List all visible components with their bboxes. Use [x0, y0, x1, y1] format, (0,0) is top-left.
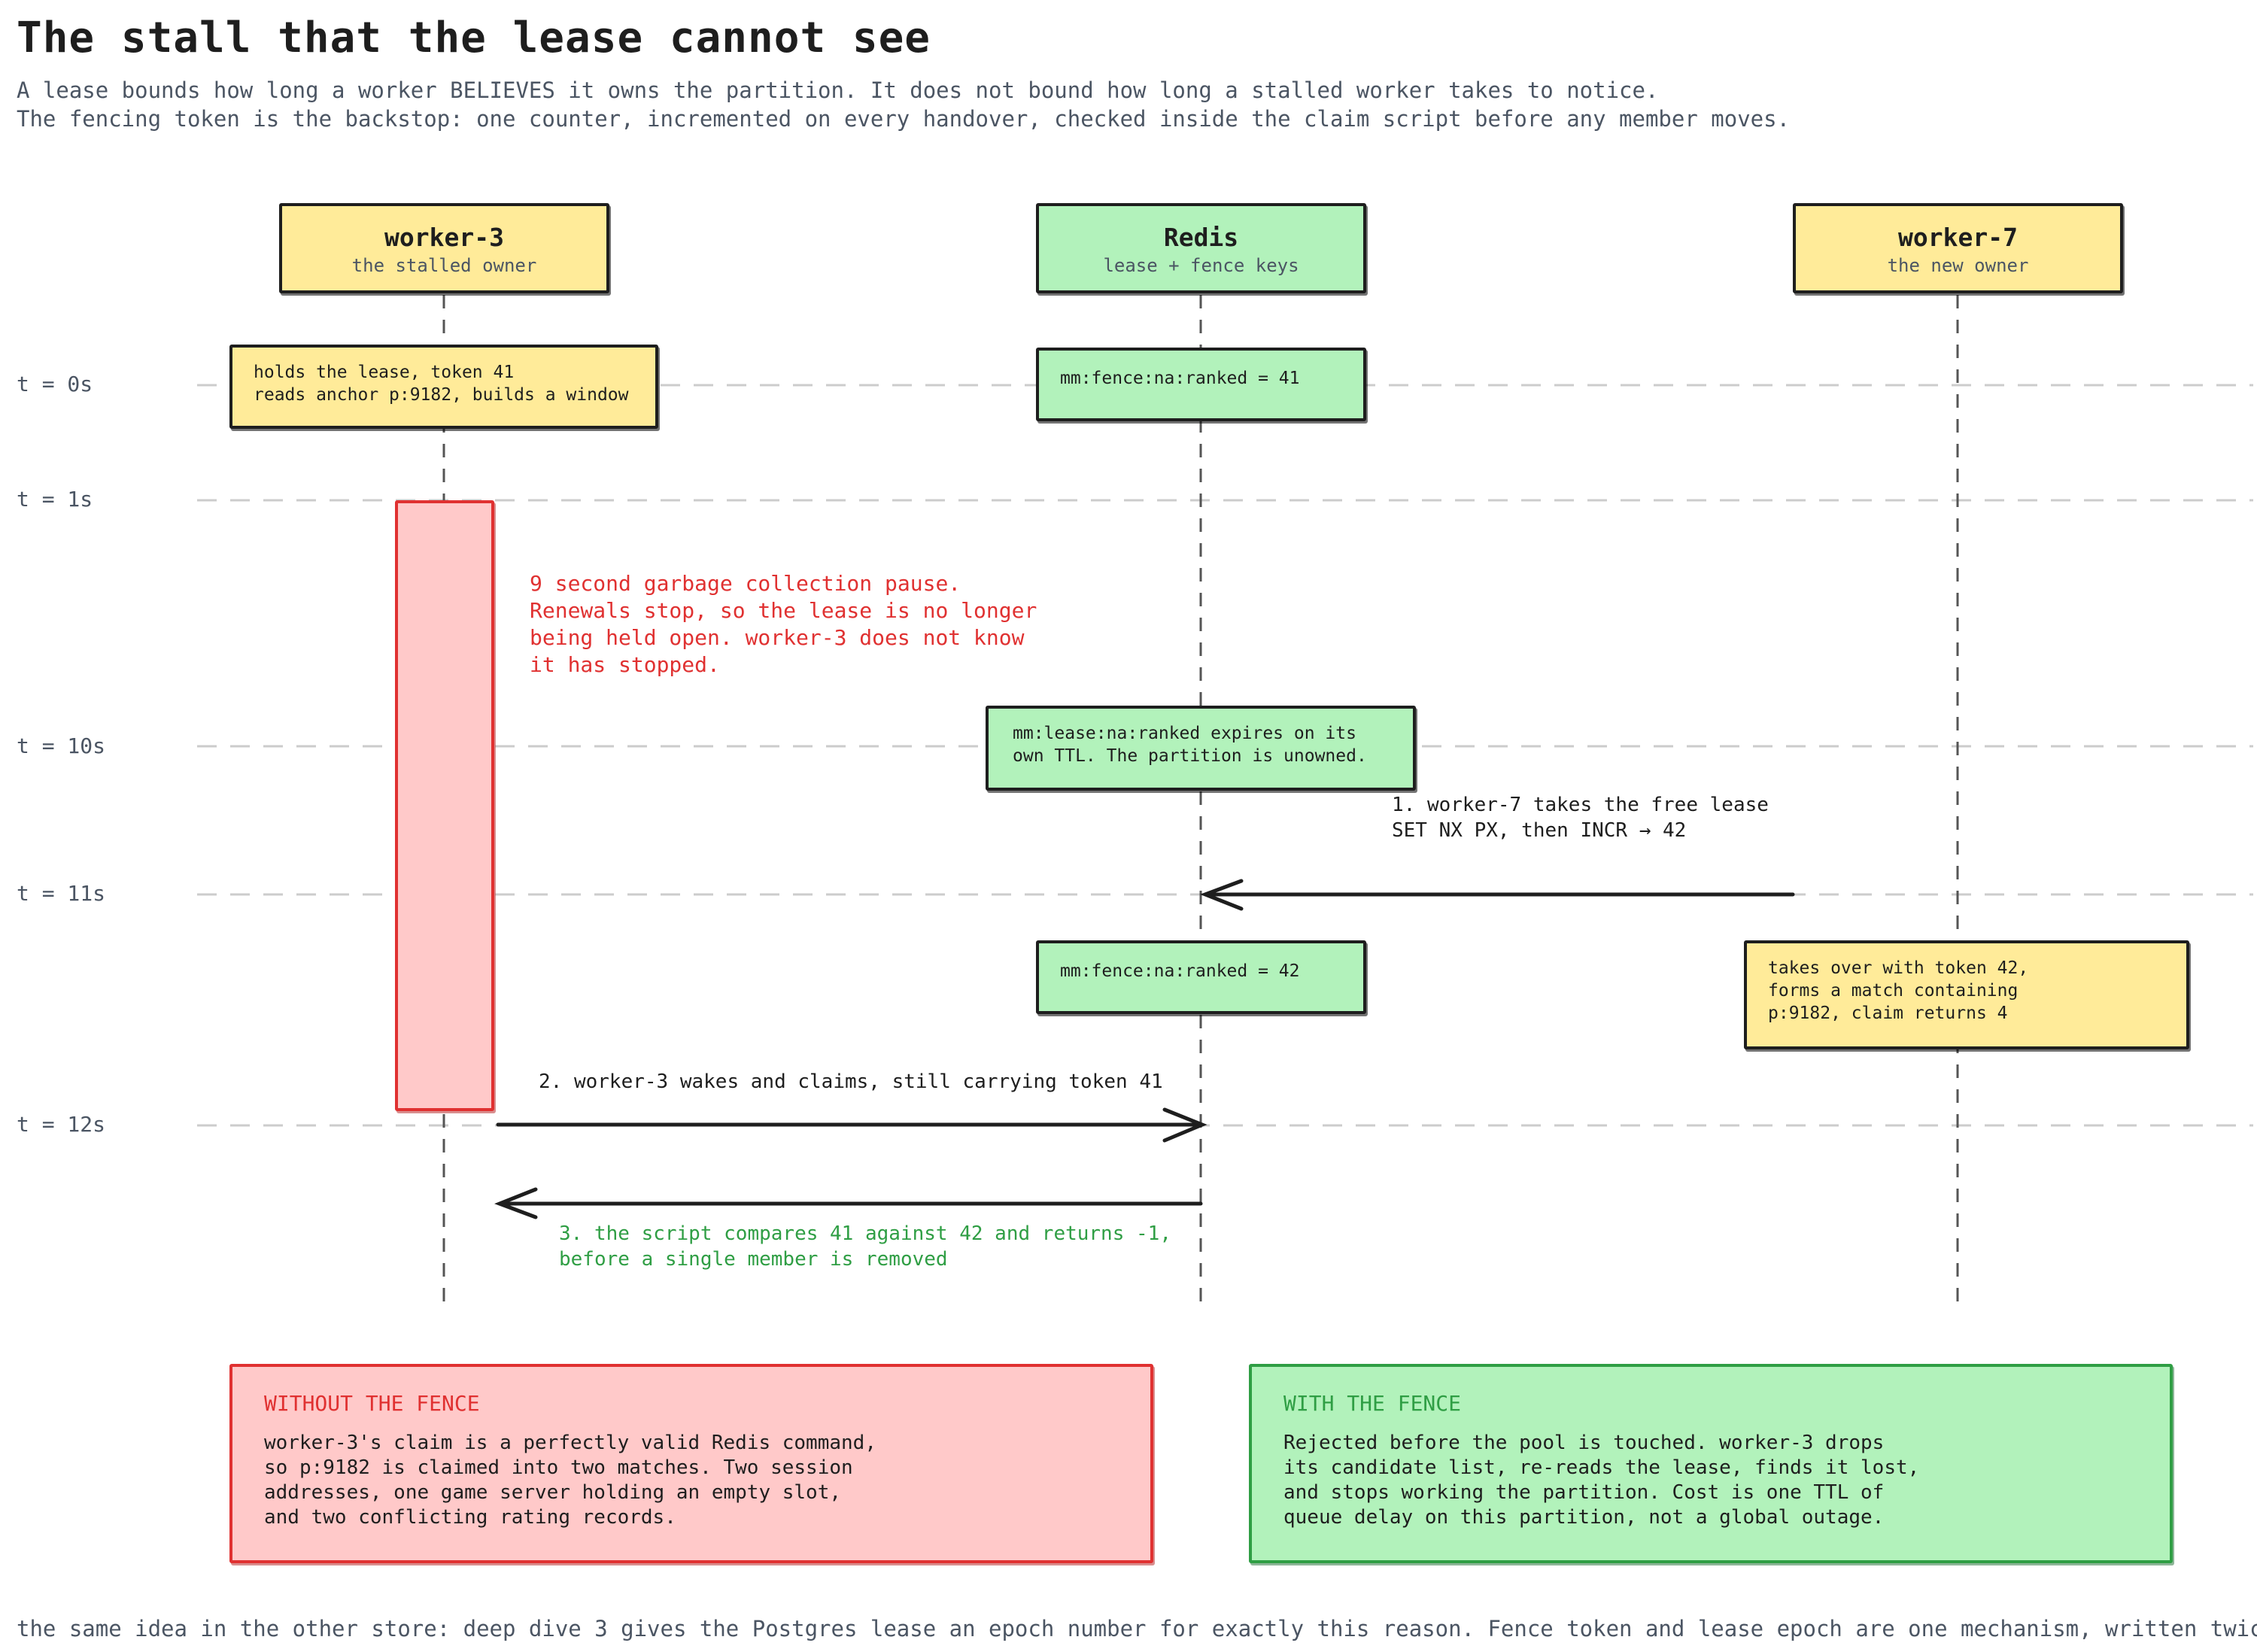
actor-redis: Redis lease + fence keys	[1036, 203, 1366, 293]
card-with-fence: WITH THE FENCE Rejected before the pool …	[1249, 1364, 2173, 1563]
arrowhead-redis-right	[1162, 1107, 1207, 1143]
step-3-label: 3. the script compares 41 against 42 and…	[559, 1222, 1171, 1271]
step-2-label: 2. worker-3 wakes and claims, still carr…	[539, 1070, 1163, 1093]
subtitle-line-1: A lease bounds how long a worker BELIEVE…	[17, 77, 1659, 103]
step-1-label: 1. worker-7 takes the free lease SET NX …	[1392, 794, 1769, 842]
actor-description: the new owner	[1887, 255, 2029, 276]
card-title: WITHOUT THE FENCE	[264, 1391, 480, 1416]
actor-worker-3: worker-3 the stalled owner	[279, 203, 609, 293]
arrowhead-redis-left	[1200, 879, 1244, 911]
note-redis-fence-42: mm:fence:na:ranked = 42	[1036, 940, 1366, 1014]
note-redis-fence-41: mm:fence:na:ranked = 41	[1036, 348, 1366, 421]
actor-name: worker-3	[384, 223, 504, 252]
page-title: The stall that the lease cannot see	[17, 14, 931, 62]
actor-name: Redis	[1163, 223, 1239, 252]
arrowhead-worker-3-left	[494, 1187, 538, 1219]
note-lease-expires: mm:lease:na:ranked expires on its own TT…	[986, 706, 1416, 791]
subtitle-line-2: The fencing token is the backstop: one c…	[17, 106, 1791, 132]
card-title: WITH THE FENCE	[1283, 1391, 1462, 1416]
time-label-t0: t = 0s	[17, 372, 93, 396]
card-body: worker-3's claim is a perfectly valid Re…	[264, 1432, 876, 1529]
gc-pause-activation-bar	[395, 500, 494, 1111]
footer-note: the same idea in the other store: deep d…	[17, 1616, 2257, 1641]
time-label-t12: t = 12s	[17, 1112, 106, 1137]
actor-name: worker-7	[1898, 223, 2018, 252]
actor-worker-7: worker-7 the new owner	[1793, 203, 2123, 293]
note-worker-3-holds-lease: holds the lease, token 41 reads anchor p…	[229, 345, 658, 429]
actor-description: lease + fence keys	[1103, 255, 1299, 276]
card-body: Rejected before the pool is touched. wor…	[1283, 1432, 1920, 1529]
time-label-t1: t = 1s	[17, 487, 93, 512]
note-worker-7-takeover: takes over with token 42, forms a match …	[1744, 940, 2189, 1049]
actor-description: the stalled owner	[351, 255, 537, 276]
gc-pause-label: 9 second garbage collection pause. Renew…	[530, 571, 1037, 677]
card-without-fence: WITHOUT THE FENCE worker-3's claim is a …	[229, 1364, 1153, 1563]
time-label-t11: t = 11s	[17, 881, 106, 906]
time-label-t10: t = 10s	[17, 733, 106, 758]
